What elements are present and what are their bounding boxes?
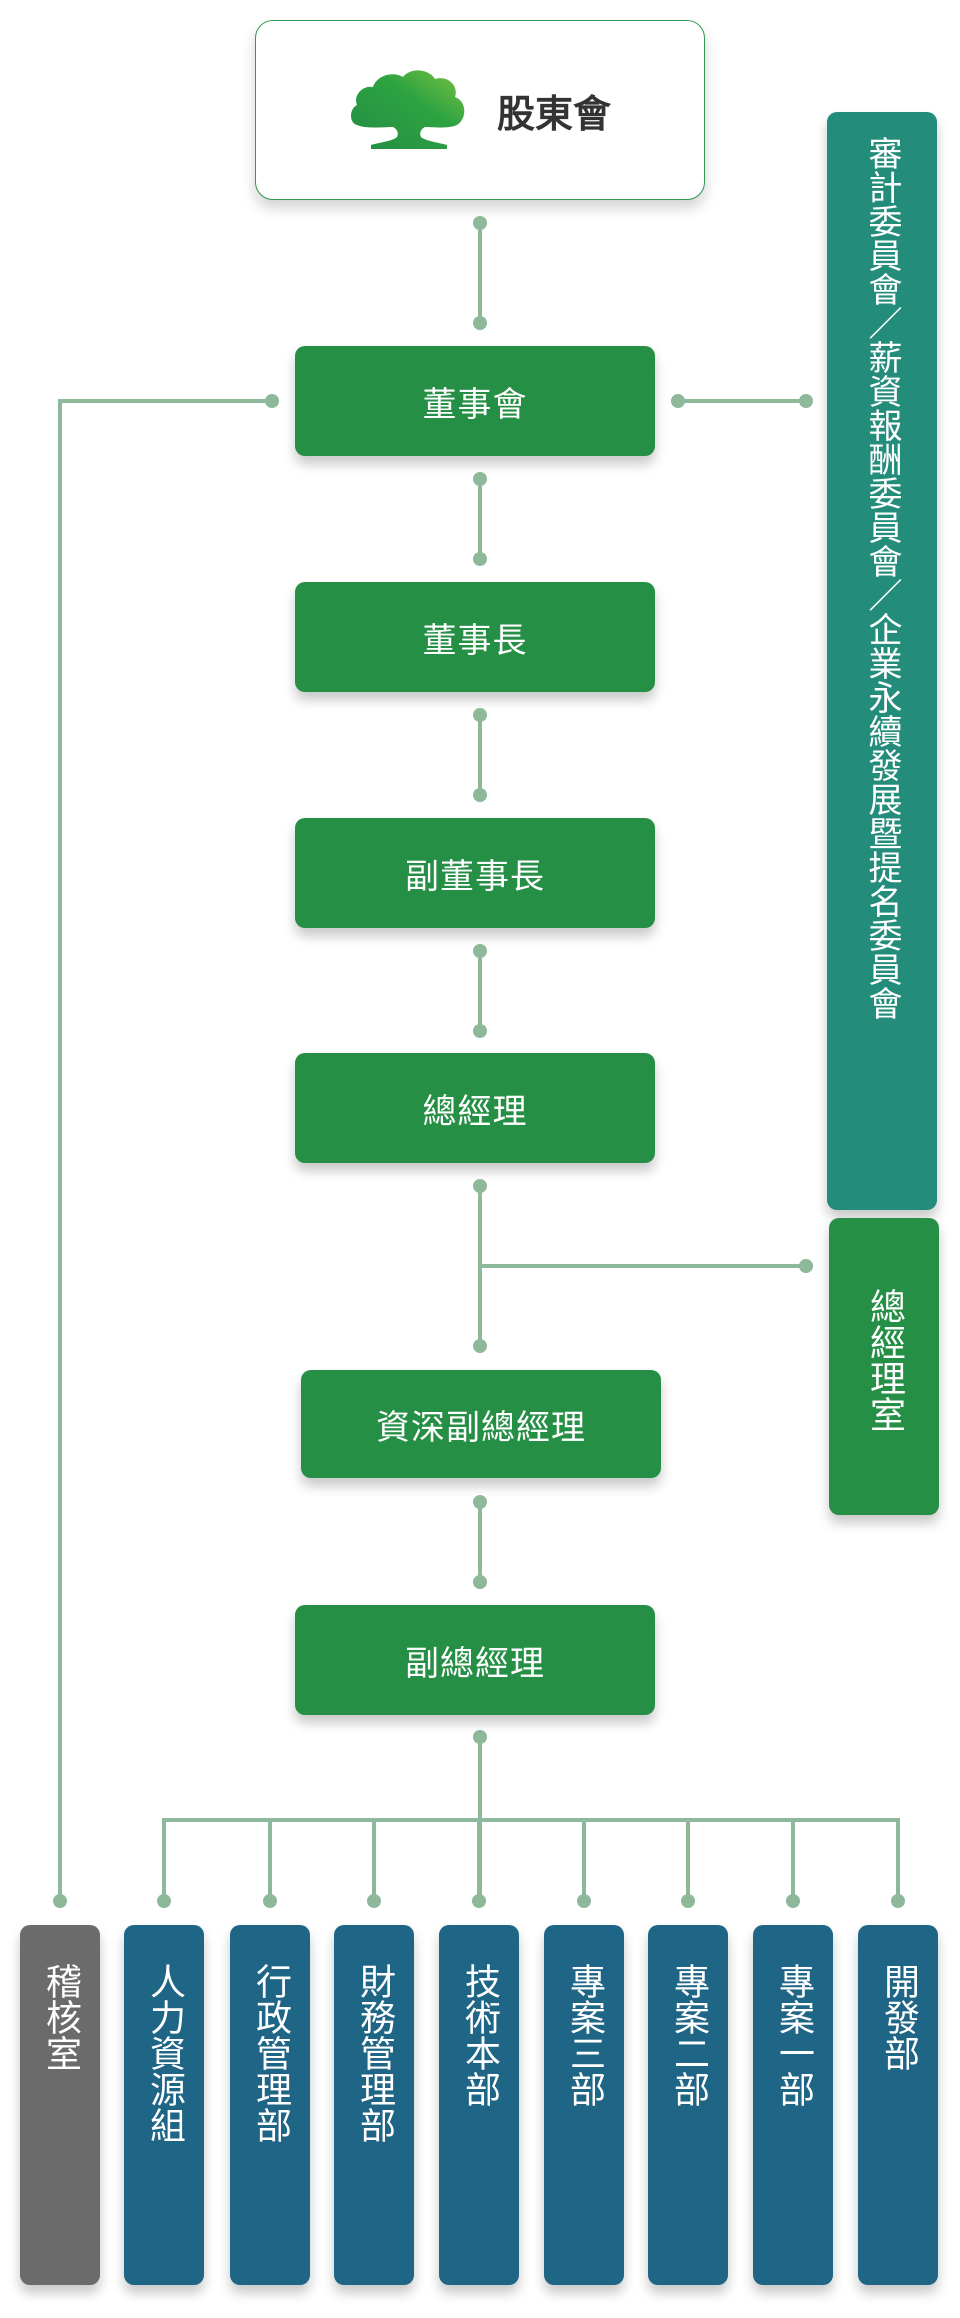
connector-line bbox=[58, 399, 272, 403]
connector-dot bbox=[786, 1894, 800, 1908]
department-box: 人力資源組 bbox=[124, 1925, 204, 2285]
chairman-box: 董事長 bbox=[295, 582, 655, 692]
department-label: 行政管理部 bbox=[250, 1963, 291, 2143]
audit-office-label: 稽核室 bbox=[40, 1963, 81, 2071]
connector-dot bbox=[473, 1024, 487, 1038]
department-label: 財務管理部 bbox=[354, 1963, 395, 2143]
connector-dot bbox=[472, 1894, 486, 1908]
department-label: 專案三部 bbox=[564, 1963, 605, 2107]
connector-dot bbox=[157, 1894, 171, 1908]
connector-dot bbox=[473, 472, 487, 486]
department-box: 專案二部 bbox=[648, 1925, 728, 2285]
connector-line bbox=[478, 1502, 482, 1582]
department-label: 專案二部 bbox=[668, 1963, 709, 2107]
connector-dot bbox=[473, 1575, 487, 1589]
senior-vice-president-box: 資深副總經理 bbox=[301, 1370, 661, 1478]
chairman-label: 董事長 bbox=[422, 620, 528, 661]
gm-office-label: 總經理室 bbox=[864, 1288, 905, 1432]
shareholders-meeting-label: 股東會 bbox=[496, 91, 611, 136]
vice-president-box: 副總經理 bbox=[295, 1605, 655, 1715]
gm-office-box: 總經理室 bbox=[829, 1218, 939, 1515]
department-box: 技術本部 bbox=[439, 1925, 519, 2285]
connector-dot bbox=[473, 552, 487, 566]
board-of-directors-box: 董事會 bbox=[295, 346, 655, 456]
connector-line bbox=[477, 1818, 481, 1901]
vice-president-label: 副總經理 bbox=[405, 1643, 545, 1684]
connector-dot bbox=[799, 1259, 813, 1273]
board-of-directors-label: 董事會 bbox=[422, 384, 528, 425]
connector-line bbox=[478, 715, 482, 795]
connector-line bbox=[162, 1818, 166, 1901]
tree-logo-icon bbox=[349, 63, 469, 157]
committees-label: 審計委員會／薪資報酬委員會／企業永續發展暨提名委員會 bbox=[862, 136, 902, 1020]
connector-dot bbox=[473, 1179, 487, 1193]
vice-chairman-label: 副董事長 bbox=[405, 856, 545, 897]
connector-dot bbox=[473, 708, 487, 722]
connector-line bbox=[268, 1818, 272, 1901]
audit-office-box: 稽核室 bbox=[20, 1925, 100, 2285]
connector-line bbox=[478, 1264, 806, 1268]
shareholders-meeting-box: 股東會 bbox=[255, 20, 705, 200]
department-label: 專案一部 bbox=[773, 1963, 814, 2107]
department-box: 行政管理部 bbox=[230, 1925, 310, 2285]
connector-dot bbox=[473, 216, 487, 230]
senior-vice-president-label: 資深副總經理 bbox=[376, 1407, 586, 1448]
department-box: 專案三部 bbox=[544, 1925, 624, 2285]
vice-chairman-box: 副董事長 bbox=[295, 818, 655, 928]
connector-dot bbox=[473, 1495, 487, 1509]
connector-dot bbox=[671, 394, 685, 408]
connector-dot bbox=[577, 1894, 591, 1908]
department-label: 開發部 bbox=[878, 1963, 919, 2071]
committees-box: 審計委員會／薪資報酬委員會／企業永續發展暨提名委員會 bbox=[827, 112, 937, 1210]
department-label: 人力資源組 bbox=[144, 1963, 185, 2143]
connector-dot bbox=[473, 1730, 487, 1744]
connector-dot bbox=[367, 1894, 381, 1908]
connector-dot bbox=[53, 1894, 67, 1908]
connector-line bbox=[478, 479, 482, 559]
connector-line bbox=[678, 399, 806, 403]
connector-dot bbox=[473, 944, 487, 958]
connector-line bbox=[582, 1818, 586, 1901]
connector-dot bbox=[891, 1894, 905, 1908]
department-box: 專案一部 bbox=[753, 1925, 833, 2285]
connector-dot bbox=[681, 1894, 695, 1908]
connector-dot bbox=[263, 1894, 277, 1908]
connector-line bbox=[686, 1818, 690, 1901]
connector-line bbox=[478, 223, 482, 323]
connector-dot bbox=[473, 788, 487, 802]
connector-line bbox=[162, 1818, 900, 1822]
department-box: 財務管理部 bbox=[334, 1925, 414, 2285]
general-manager-box: 總經理 bbox=[295, 1053, 655, 1163]
connector-dot bbox=[473, 1339, 487, 1353]
connector-dot bbox=[799, 394, 813, 408]
department-label: 技術本部 bbox=[459, 1963, 500, 2107]
connector-line bbox=[791, 1818, 795, 1901]
connector-dot bbox=[473, 316, 487, 330]
connector-dot bbox=[265, 394, 279, 408]
connector-line bbox=[896, 1818, 900, 1901]
connector-line bbox=[58, 399, 62, 1901]
general-manager-label: 總經理 bbox=[422, 1091, 528, 1132]
department-box: 開發部 bbox=[858, 1925, 938, 2285]
connector-line bbox=[478, 951, 482, 1031]
connector-line bbox=[372, 1818, 376, 1901]
